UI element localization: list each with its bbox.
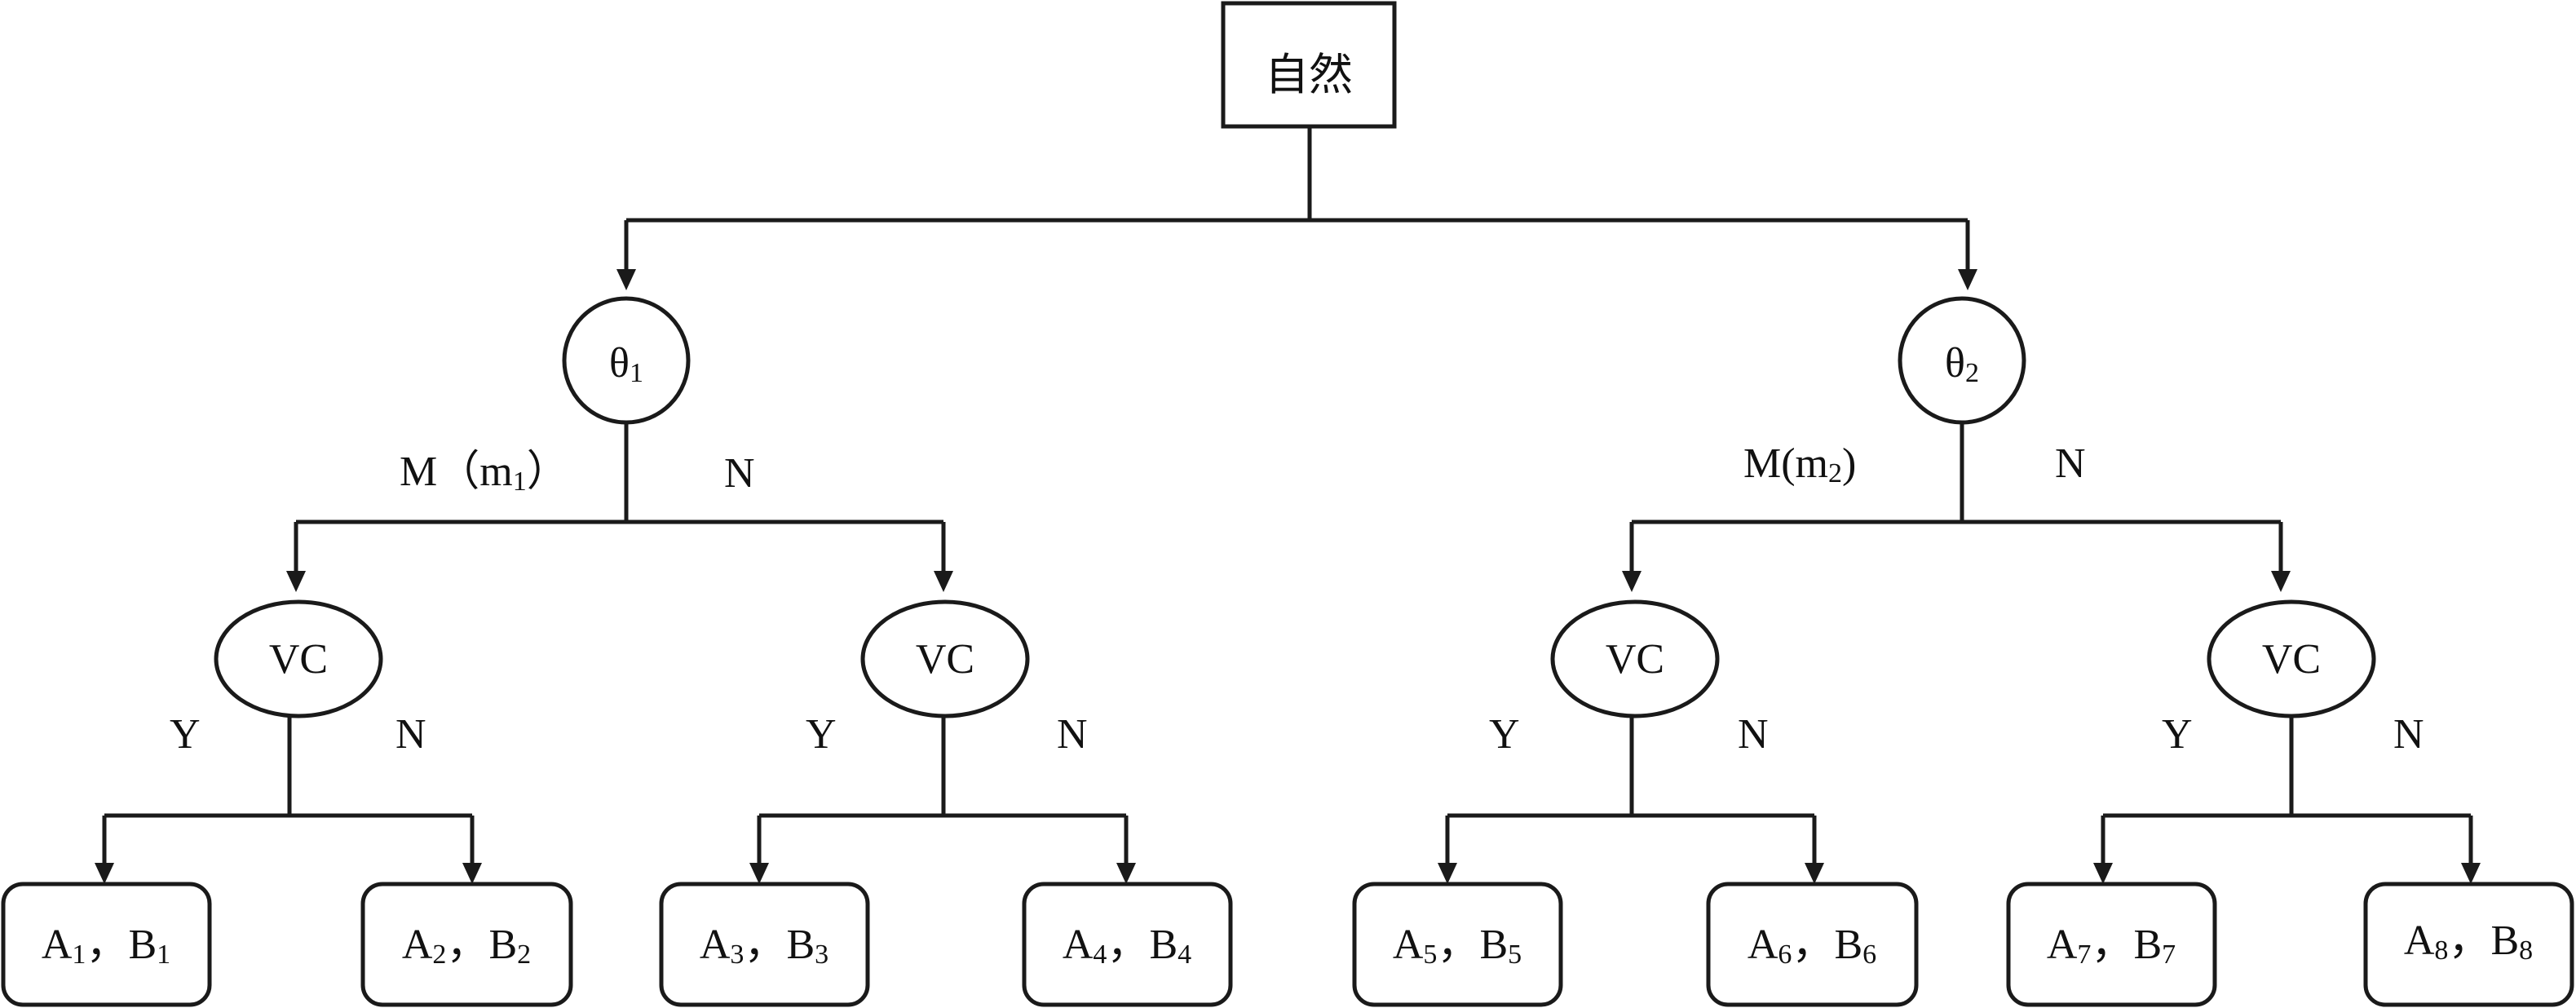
theta-1-left-edge-label: M（m1） [400,449,569,497]
leaf-node-4: A4，B4 [1022,882,1233,1007]
leaf-node-1: A1，B1 [1,882,212,1007]
vc-3-yes-label: Y [1489,711,1520,758]
theta-node-1: θ1 [562,296,691,425]
arrowhead [1438,863,1457,884]
arrowheads [95,269,2481,884]
vc-4-label: VC [2262,636,2321,683]
vc-1-label: VC [269,636,328,683]
arrowhead [616,269,636,290]
leaf-node-2: A2，B2 [360,882,573,1007]
leaf-node-8: A8，B8 [2363,882,2574,1007]
leaf-node-6: A6，B6 [1706,882,1919,1007]
arrowhead [749,863,769,884]
vc-node-3: VC [1550,599,1720,718]
arrowhead [1116,863,1136,884]
vc-2-no-label: N [1057,711,1088,758]
theta-2-label: θ2 [1945,340,1979,388]
arrowhead [286,571,306,592]
vc-2-yes-label: Y [806,711,837,758]
vc-3-label: VC [1606,636,1664,683]
leaf-7-label: A7，B7 [2047,922,2176,970]
vc-1-yes-label: Y [170,711,201,758]
theta-1-right-edge-label: N [724,450,755,497]
theta-1-label: θ1 [609,340,643,388]
leaf-8-label: A8，B8 [2404,917,2533,966]
arrowhead [462,863,482,884]
vc-node-4: VC [2207,599,2376,718]
leaf-4-label: A4，B4 [1063,922,1191,970]
root-node: 自然 [1221,1,1397,129]
vc-4-yes-label: Y [2162,711,2193,758]
root-label: 自然 [1265,51,1353,99]
arrowhead [934,571,953,592]
arrowhead [1622,571,1641,592]
leaf-6-label: A6，B6 [1748,922,1876,970]
arrowhead [2093,863,2113,884]
theta-2-left-edge-label: M(m2) [1743,440,1856,489]
arrowhead [1958,269,1977,290]
vc-3-no-label: N [1738,711,1769,758]
leaf-3-label: A3，B3 [700,922,828,970]
arrowhead [2461,863,2481,884]
arrowhead [1805,863,1824,884]
arrowhead [2271,571,2291,592]
vc-node-1: VC [214,599,383,718]
vc-1-no-label: N [395,711,426,758]
theta-2-right-edge-label: N [2055,440,2086,487]
vc-node-2: VC [860,599,1030,718]
leaf-1-label: A1，B1 [42,922,170,970]
arrowhead [95,863,114,884]
leaf-2-label: A2，B2 [402,922,531,970]
leaf-node-3: A3，B3 [659,882,870,1007]
vc-4-no-label: N [2393,711,2424,758]
leaf-5-label: A5，B5 [1393,922,1522,970]
leaf-node-5: A5，B5 [1352,882,1563,1007]
theta-node-2: θ2 [1898,296,2026,425]
connectors [102,126,2473,867]
vc-2-label: VC [916,636,974,683]
leaf-node-7: A7，B7 [2006,882,2217,1007]
